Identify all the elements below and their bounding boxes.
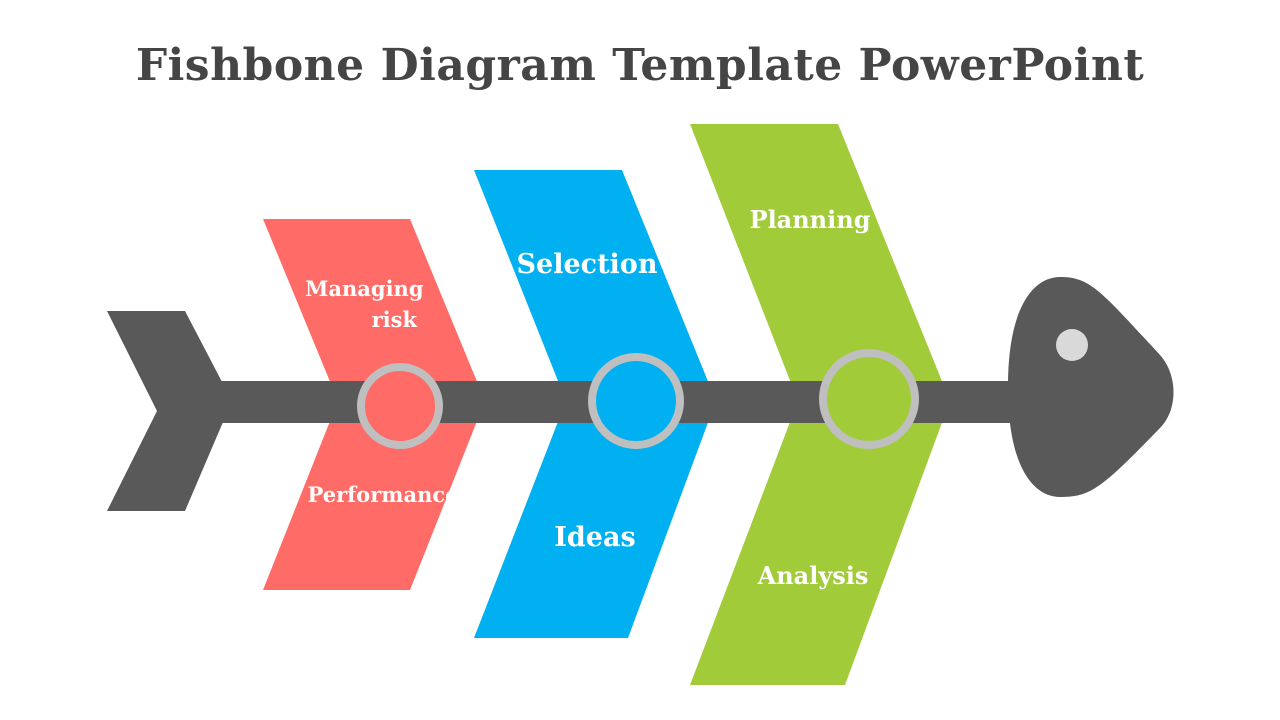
bone-red-top-label: Managing risk — [305, 276, 431, 332]
bone-blue-ring — [588, 353, 684, 449]
bone-red-bottom-label: Performance — [308, 482, 459, 507]
bone-blue-top-label: Selection — [517, 249, 658, 280]
fish-tail — [107, 311, 232, 511]
page-title: Fishbone Diagram Template PowerPoint — [135, 40, 1145, 91]
bone-green-bottom-label: Analysis — [757, 561, 869, 590]
fish-head — [1008, 277, 1174, 497]
bone-red-top-label-line1: Managing — [305, 276, 424, 301]
bone-red-top-label-line2: risk — [372, 307, 418, 332]
bone-blue-bottom-label: Ideas — [554, 522, 635, 553]
bone-green-ring — [819, 349, 919, 449]
fish-eye — [1056, 329, 1088, 361]
bone-green-top-label: Planning — [750, 205, 871, 234]
bone-red-ring — [357, 363, 443, 449]
